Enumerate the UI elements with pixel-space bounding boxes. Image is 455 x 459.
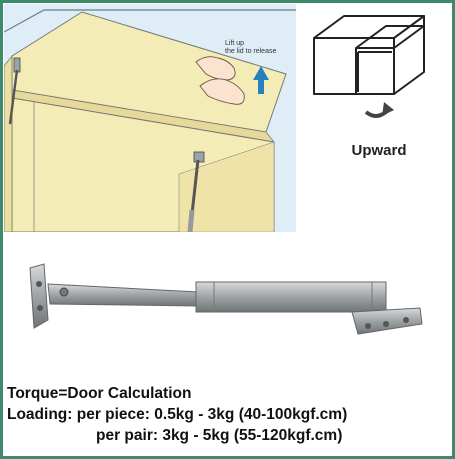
cabinet-illustration: Lift up the lid to release — [4, 4, 296, 232]
lid-stay-drawing — [29, 263, 423, 335]
loading-per-piece: Loading: per piece: 0.5kg - 3kg (40-100k… — [7, 406, 348, 423]
tip-line-2: the lid to release — [225, 48, 277, 55]
cabinet-drawing — [4, 4, 296, 232]
specs-caption: Torque=Door Calculation Loading: per pie… — [7, 383, 447, 446]
lift-lid-tip: Lift up the lid to release — [225, 40, 276, 56]
rotate-up-arrow-icon — [313, 15, 425, 118]
lid-stay-hinge-photo — [18, 262, 428, 352]
upward-direction-diagram — [306, 8, 446, 178]
upward-label: Upward — [351, 142, 407, 159]
loading-per-pair: per pair: 3kg - 5kg (55-120kgf.cm) — [96, 427, 343, 444]
tip-line-1: Lift up — [225, 40, 245, 47]
specs-title: Torque=Door Calculation — [7, 385, 192, 402]
